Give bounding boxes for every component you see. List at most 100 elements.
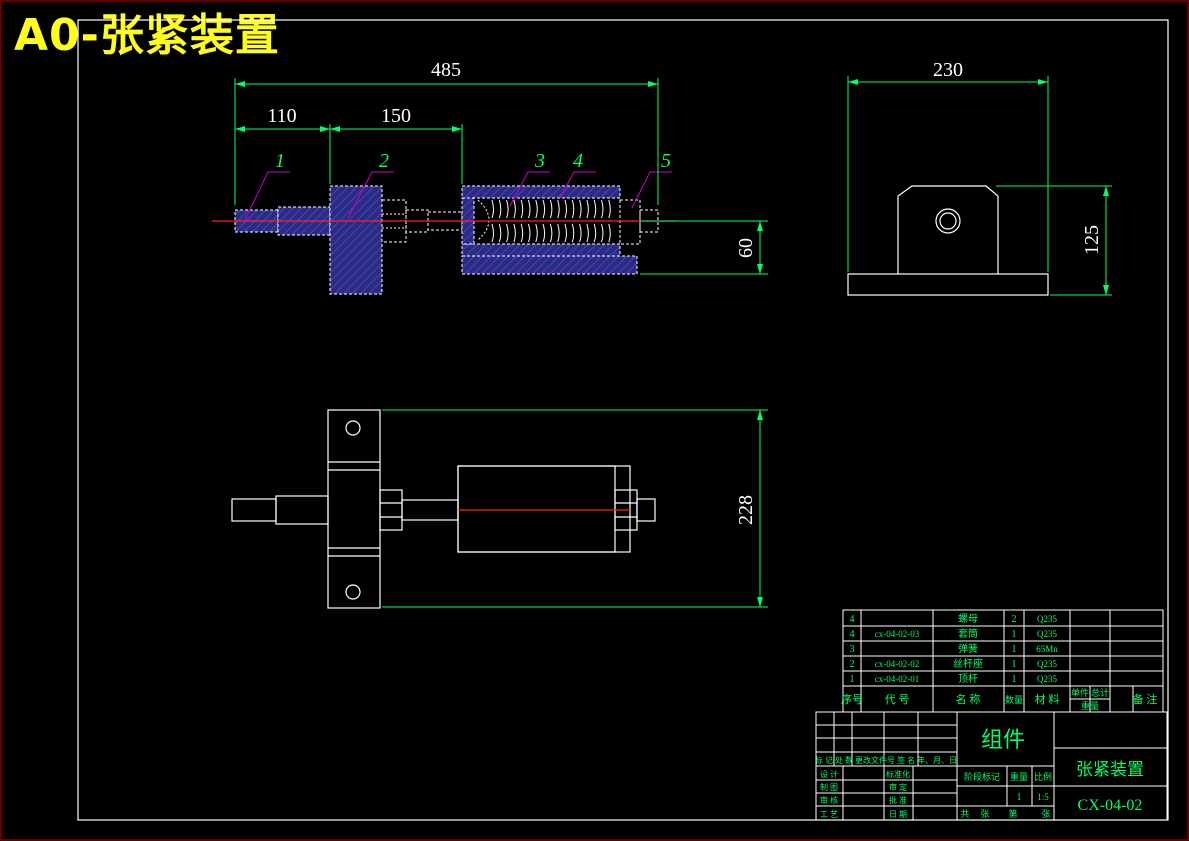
spring-coil — [557, 199, 560, 219]
parts-cell-qty: 2 — [1012, 614, 1017, 625]
drawing-code: CX-04-02 — [1078, 797, 1143, 814]
header-unit-weight: 单件 — [1071, 687, 1089, 698]
header-remark: 备 注 — [1133, 692, 1158, 706]
front-dimensions — [234, 78, 768, 275]
header-qty: 数量 — [1005, 694, 1023, 705]
drawing-name: 张紧装置 — [1076, 760, 1144, 779]
spring-coil — [498, 199, 502, 219]
parts-cell-no: 1 — [850, 674, 855, 685]
base-plate-front — [461, 255, 638, 275]
header-code: 代 号 — [885, 693, 910, 706]
front-view — [212, 185, 676, 295]
spring-coil — [586, 199, 589, 219]
parts-cell-code: cx-04-02-03 — [875, 629, 920, 639]
top-base-plate — [457, 465, 631, 553]
spring-coil — [506, 223, 509, 243]
balloon-label: 1 — [275, 150, 285, 172]
side-dimensions — [847, 76, 1112, 296]
role-checker: 审 核 — [820, 795, 838, 805]
dim-side-height: 125 — [1081, 225, 1103, 255]
header-no: 序号 — [841, 692, 863, 706]
dim-seg-a: 110 — [267, 105, 296, 127]
sheets-label: 张 — [980, 809, 989, 819]
part-5-nut — [619, 199, 641, 245]
parts-cell-qty: 1 — [1012, 674, 1017, 685]
scale-value: 1:5 — [1037, 792, 1049, 802]
assembly-label: 组件 — [981, 727, 1025, 752]
balloon-label: 2 — [379, 150, 389, 172]
top-nut-left — [379, 489, 403, 531]
side-view — [847, 185, 1049, 296]
spring-coil — [506, 199, 509, 219]
top-dimensions — [382, 409, 768, 608]
parts-cell-material: Q235 — [1037, 674, 1057, 684]
spring-coil — [491, 199, 494, 219]
title-block — [815, 711, 1168, 821]
parts-cell-no: 4 — [850, 629, 855, 640]
top-view — [231, 409, 656, 609]
role-approve: 批 准 — [889, 795, 907, 805]
top-sleeve — [457, 465, 616, 553]
spring-coil — [528, 223, 531, 243]
spring-coil — [542, 223, 546, 243]
top-screw — [401, 499, 459, 521]
spring-coil — [601, 223, 604, 243]
spring-coil — [601, 199, 604, 219]
spring-coil — [586, 223, 589, 243]
top-bolt-hole-lower — [345, 584, 361, 600]
col-stage-mark: 阶段标记 — [964, 771, 1000, 782]
side-base — [847, 273, 1049, 296]
part-2-seat — [329, 185, 383, 295]
spring-coil — [571, 223, 575, 243]
parts-cell-material: 65Mn — [1036, 644, 1058, 654]
part-3-spring — [491, 199, 611, 243]
col-weight: 重量 — [1010, 771, 1028, 782]
col-scale: 比例 — [1034, 771, 1052, 782]
spring-coil — [542, 199, 546, 219]
parts-cell-no: 4 — [850, 614, 855, 625]
role-standardize: 标准化 — [886, 769, 910, 779]
spring-coil — [564, 223, 567, 243]
parts-cell-qty: 1 — [1012, 644, 1017, 655]
spring-coil — [498, 223, 502, 243]
dim-seg-b: 150 — [381, 105, 411, 127]
parts-cell-qty: 1 — [1012, 659, 1017, 670]
spring-coil — [520, 223, 524, 243]
role-designer: 设 计 — [820, 769, 838, 779]
drawing-banner-title: A0-张紧装置 — [14, 10, 280, 61]
spring-coil — [549, 223, 553, 243]
parts-cell-name: 螺母 — [958, 613, 978, 625]
spring-coil — [528, 199, 531, 219]
part-4-sleeve-bottom — [461, 243, 621, 257]
part-4-sleeve-top — [461, 185, 621, 199]
header-name: 名 称 — [956, 692, 981, 706]
parts-cell-name: 丝杆座 — [953, 657, 983, 670]
spring-coil — [513, 199, 516, 219]
sheet-label: 张 — [1041, 809, 1050, 819]
spring-coil — [557, 223, 560, 243]
spring-coil — [513, 223, 516, 243]
balloon-leaders — [244, 171, 672, 221]
parts-cell-name: 顶杆 — [958, 673, 978, 685]
header-material: 材 料 — [1035, 692, 1060, 706]
revision-header: 标 记 处 数 更改文件号 签 名 年、月、日 — [815, 755, 957, 765]
sheet-no: 第 — [1008, 808, 1017, 819]
dim-top-width: 228 — [735, 495, 757, 525]
spring-coil — [608, 199, 611, 219]
parts-cell-no: 3 — [850, 644, 855, 655]
spring-coil — [608, 223, 611, 243]
balloon-label: 4 — [573, 150, 583, 172]
top-bolt-hole-upper — [345, 420, 361, 436]
spring-coil — [535, 223, 538, 243]
top-rod-end — [636, 498, 656, 522]
side-hole-outer — [935, 208, 961, 234]
dim-overall-length: 485 — [431, 59, 461, 81]
sheets-total: 共 — [960, 809, 969, 819]
parts-cell-code: cx-04-02-01 — [875, 674, 920, 684]
balloon-label: 5 — [661, 150, 671, 172]
spring-coil — [579, 223, 582, 243]
